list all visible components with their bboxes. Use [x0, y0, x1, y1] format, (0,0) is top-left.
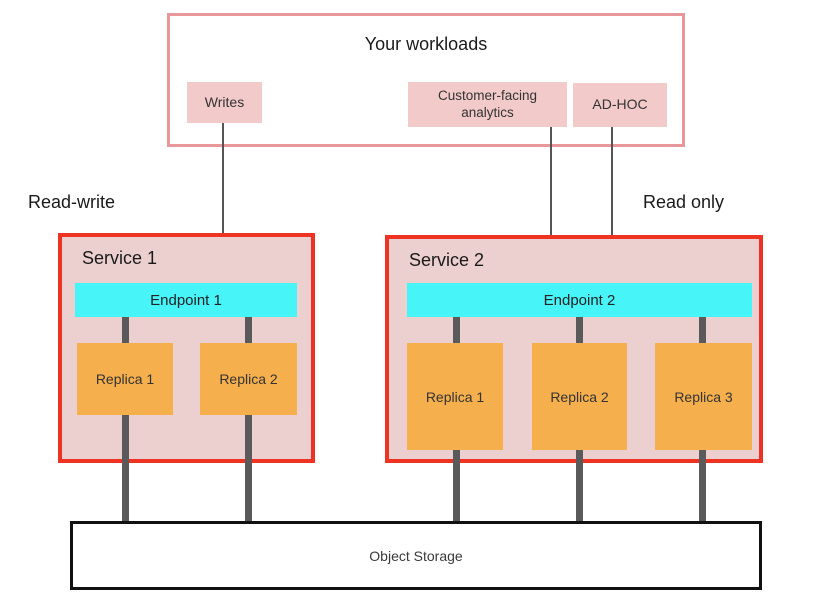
endpoint-2-bar: Endpoint 2	[407, 283, 752, 317]
workload-customer-facing-analytics: Customer-facing analytics	[408, 82, 567, 127]
arrow-analytics-line	[550, 127, 552, 268]
service-2-replica-1: Replica 1	[407, 343, 503, 450]
service-2-replica-2: Replica 2	[532, 343, 627, 450]
label-read-only: Read only	[643, 192, 725, 212]
arrow-writes-line	[222, 123, 224, 257]
workload-writes: Writes	[187, 82, 262, 123]
connector-svc1-replica1	[122, 317, 129, 522]
workload-ad-hoc: AD-HOC	[573, 83, 667, 127]
label-read-write: Read-write	[28, 192, 116, 212]
object-storage-box: Object Storage	[70, 521, 762, 590]
service-1-title: Service 1	[82, 248, 158, 268]
connector-svc1-replica2	[245, 317, 252, 522]
endpoint-1-bar: Endpoint 1	[75, 283, 297, 317]
service-1-replica-1: Replica 1	[77, 343, 173, 415]
service-1-replica-2: Replica 2	[200, 343, 297, 415]
arrow-adhoc-line	[611, 127, 613, 268]
service-2-title: Service 2	[409, 250, 485, 270]
workloads-title: Your workloads	[364, 34, 488, 54]
service-2-replica-3: Replica 3	[655, 343, 752, 450]
